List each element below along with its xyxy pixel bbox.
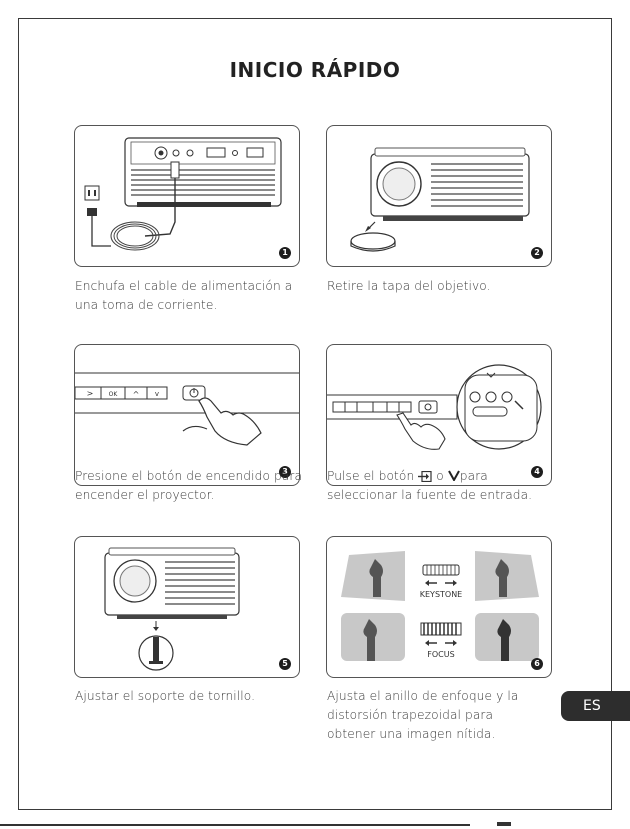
page-title: INICIO RÁPIDO bbox=[0, 58, 630, 82]
step-4-caption-a: Pulse el botón bbox=[327, 469, 414, 483]
focus-label: FOCUS bbox=[427, 650, 454, 659]
step-5-caption: Ajustar el soporte de tornillo. bbox=[75, 687, 307, 706]
svg-text:>: > bbox=[87, 389, 94, 398]
step-2-illustration: 2 bbox=[326, 125, 552, 267]
keystone-label: KEYSTONE bbox=[420, 590, 463, 599]
step-number-badge: 6 bbox=[531, 658, 543, 670]
input-source-icon bbox=[418, 469, 432, 480]
page-bottom-rule bbox=[0, 824, 470, 826]
step-4-caption-or: o bbox=[436, 469, 444, 483]
chevron-down-icon bbox=[448, 468, 460, 479]
step-5-illustration: 5 bbox=[74, 536, 300, 678]
step-6-illustration: KEYSTONE FOCUS 6 bbox=[326, 536, 552, 678]
step-3-illustration: > OK ^ v 3 bbox=[74, 344, 300, 486]
step-3-caption: Presione el botón de encendido para ence… bbox=[75, 467, 305, 505]
step-4-caption-b: para bbox=[460, 469, 488, 483]
step-4-caption-c: seleccionar la fuente de entrada. bbox=[327, 488, 532, 502]
svg-text:v: v bbox=[155, 390, 159, 398]
step-4-caption: Pulse el botón o para seleccionar la fue… bbox=[327, 467, 563, 505]
step-2-caption: Retire la tapa del objetivo. bbox=[327, 277, 559, 296]
step-number-badge: 2 bbox=[531, 247, 543, 259]
svg-text:^: ^ bbox=[133, 390, 140, 399]
ok-key-label: OK bbox=[109, 391, 119, 398]
step-4-illustration: 4 bbox=[326, 344, 552, 486]
step-number-badge: 5 bbox=[279, 658, 291, 670]
language-tab: ES bbox=[561, 691, 630, 721]
page-bottom-mark bbox=[497, 822, 511, 826]
step-1-illustration: 1 bbox=[74, 125, 300, 267]
step-6-caption: Ajusta el anillo de enfoque y la distors… bbox=[327, 687, 542, 744]
step-1-caption: Enchufa el cable de alimentación a una t… bbox=[75, 277, 295, 315]
step-number-badge: 1 bbox=[279, 247, 291, 259]
